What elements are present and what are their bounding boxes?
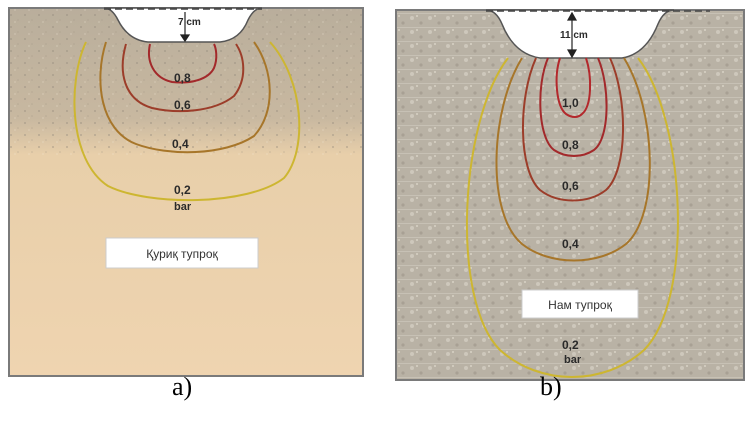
contour-0-2-a: [73, 41, 301, 202]
depth-label-b: 11 cm: [560, 30, 588, 41]
contour-label-0-2-b: 0,2: [562, 338, 579, 352]
contour-0-6-b: [521, 57, 625, 202]
furrow-b: [485, 9, 675, 59]
contour-label-0-6-a: 0,6: [174, 98, 191, 112]
contour-label-0-6-b: 0,6: [562, 179, 579, 193]
contour-1-0-b: [555, 57, 592, 118]
contour-0-8-a: [148, 43, 218, 84]
soil-type-box-b: Нам тупроқ: [521, 289, 639, 319]
moisture-contours-a: [73, 41, 301, 202]
panel-b-wet-soil: 11 cm 1,0 0,8 0,6 0,4 0,2 bar Нам тупроқ: [395, 9, 745, 381]
soil-type-label-b: Нам тупроқ: [548, 298, 612, 312]
moisture-contours-b: [465, 57, 679, 378]
depth-arrow-b: [566, 11, 578, 59]
soil-type-label-a: Қуриқ тупроқ: [146, 247, 218, 261]
unit-label-b: bar: [564, 354, 582, 366]
depth-label-a: 7 cm: [178, 17, 201, 28]
unit-label-a: bar: [174, 201, 192, 213]
contour-label-0-4-a: 0,4: [172, 137, 189, 151]
contour-0-4-a: [99, 41, 271, 154]
contour-label-0-8-b: 0,8: [562, 138, 579, 152]
furrow-a: [103, 7, 263, 43]
contour-label-0-2-a: 0,2: [174, 183, 191, 197]
caption-b: b): [540, 372, 562, 401]
wet-soil-body: [395, 9, 745, 381]
depth-arrow-a: [179, 12, 191, 43]
contour-0-6-a: [121, 43, 245, 113]
panel-a-dry-soil: 7 cm 0,8 0,6 0,4 0,2 bar Қуриқ тупроқ: [8, 7, 364, 377]
contour-label-0-4-b: 0,4: [562, 237, 579, 251]
contour-label-1-0-b: 1,0: [562, 96, 579, 110]
contour-label-0-8-a: 0,8: [174, 71, 191, 85]
soil-type-box-a: Қуриқ тупроқ: [105, 237, 259, 269]
contour-0-2-b: [465, 57, 679, 378]
caption-a: a): [172, 372, 193, 401]
contour-0-4-b: [495, 57, 651, 262]
contour-0-8-b: [539, 57, 608, 157]
